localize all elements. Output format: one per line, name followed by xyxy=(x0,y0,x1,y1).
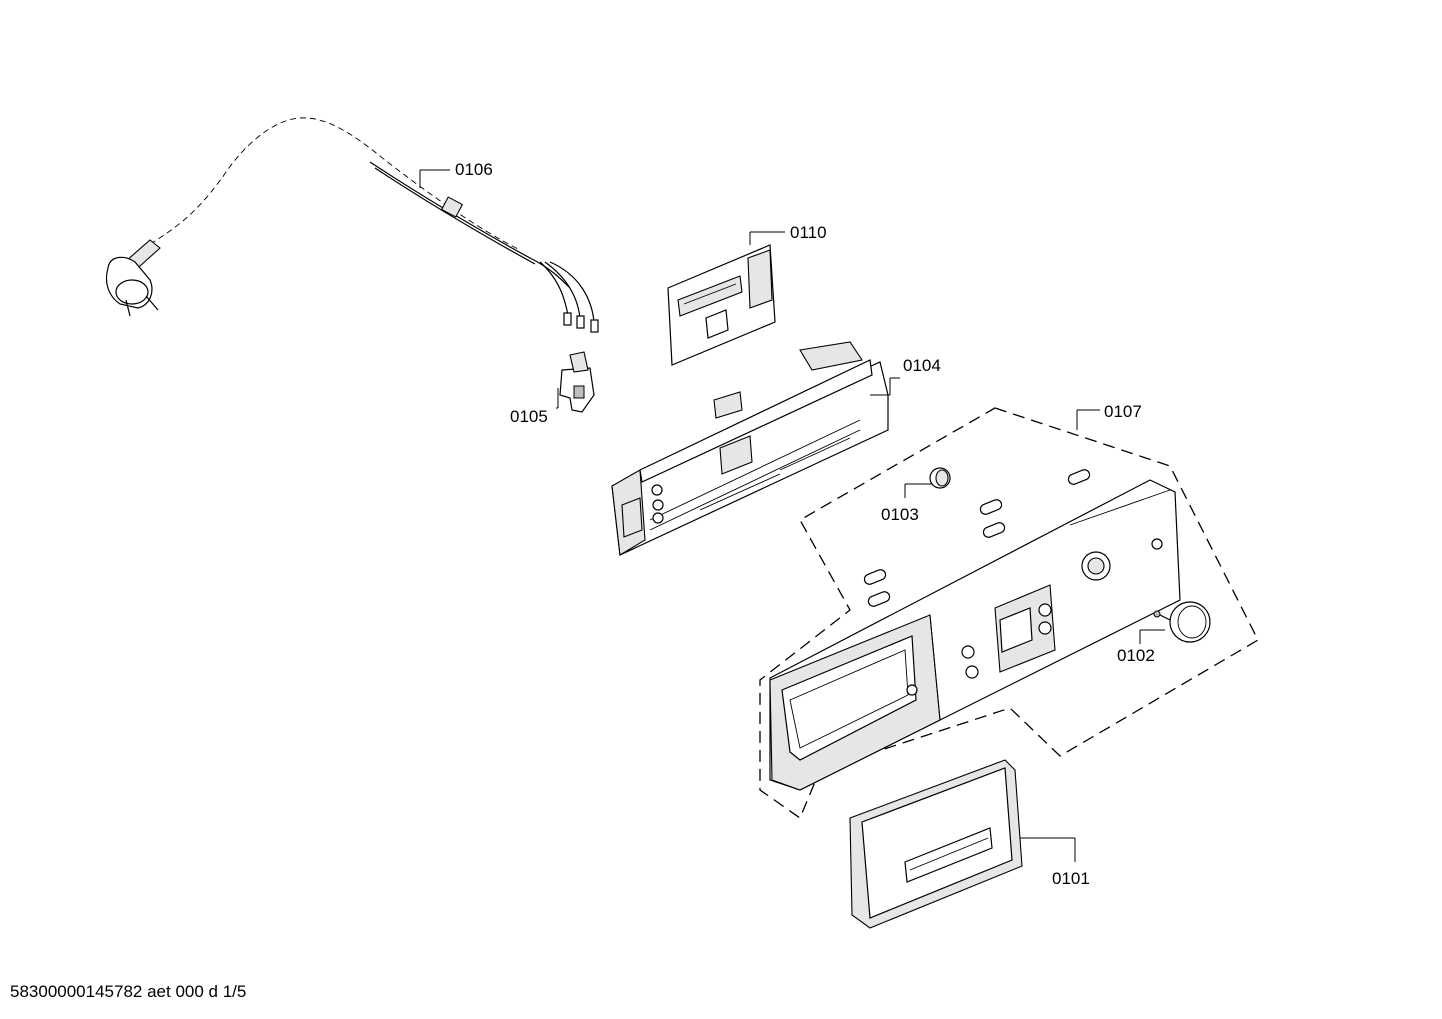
fascia-panel-0107-drawing xyxy=(769,479,1181,791)
button-0103-drawing xyxy=(929,467,951,489)
drawer-handle-0101-drawing xyxy=(849,759,1023,929)
label-0105: 0105 xyxy=(510,407,548,426)
circuit-board-0110-drawing xyxy=(667,244,776,366)
knob-0102-drawing xyxy=(1153,601,1211,643)
label-0102: 0102 xyxy=(1117,646,1155,665)
label-0107: 0107 xyxy=(1104,402,1142,421)
drawing-reference-footer: 58300000145782 aet 000 d 1/5 xyxy=(10,982,246,1001)
control-module-0104-drawing xyxy=(611,341,889,556)
push-rods-drawing xyxy=(863,469,1091,607)
connector-0105-drawing xyxy=(559,351,595,413)
label-0103: 0103 xyxy=(881,505,919,524)
label-0101: 0101 xyxy=(1052,869,1090,888)
label-0104: 0104 xyxy=(903,356,941,375)
label-0110: 0110 xyxy=(790,223,827,242)
label-0106: 0106 xyxy=(455,160,493,179)
assembly-0107-outline xyxy=(759,407,1259,819)
power-cord-drawing xyxy=(105,117,599,333)
